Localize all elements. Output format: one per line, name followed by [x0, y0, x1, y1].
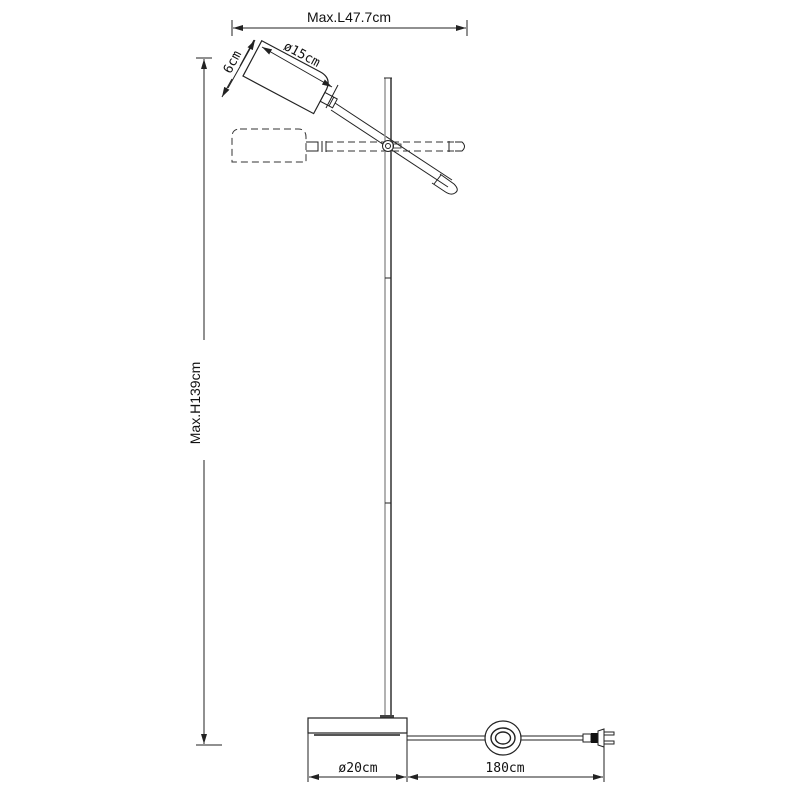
- max-length-dimension: Max.L47.7cm: [231, 9, 468, 36]
- pivot-joint: [382, 140, 402, 152]
- max-height-label: Max.H139cm: [187, 362, 203, 444]
- pole: [384, 77, 392, 716]
- alternate-arm-position: [231, 128, 465, 163]
- adjustable-arm: [330, 102, 458, 195]
- max-height-dimension: Max.H139cm: [186, 57, 222, 746]
- shade-diameter-label: ø15cm: [281, 39, 323, 71]
- shade-depth-dimension: 6cm: [221, 39, 256, 98]
- power-cable: [407, 735, 583, 741]
- cable-length-dimension: 180cm: [408, 745, 605, 782]
- base-diameter-label: ø20cm: [338, 761, 377, 776]
- power-plug: [582, 728, 615, 748]
- max-length-label: Max.L47.7cm: [307, 9, 391, 25]
- cable-length-label: 180cm: [485, 761, 524, 776]
- base: [307, 715, 408, 736]
- inline-switch: [484, 720, 522, 756]
- base-diameter-dimension: ø20cm: [307, 733, 408, 782]
